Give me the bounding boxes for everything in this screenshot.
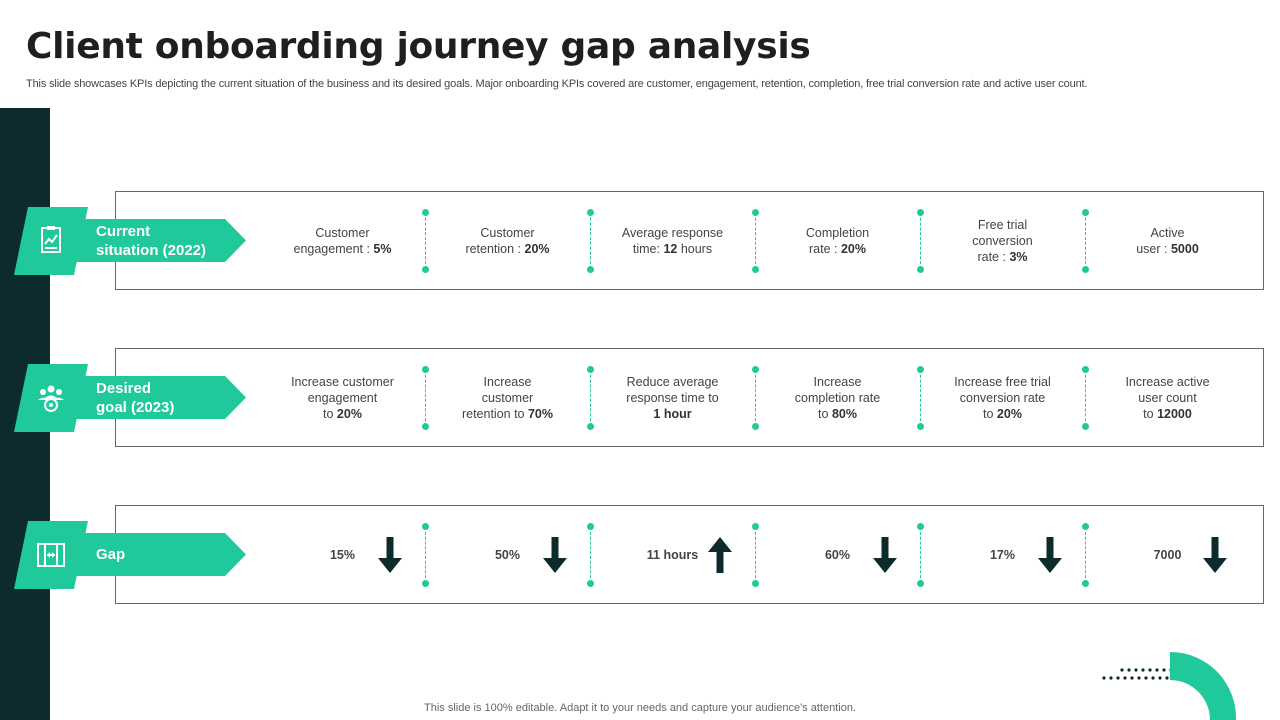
kpi-value: 20% — [336, 406, 362, 421]
gap-values: 15% 50% 11 hours 60% 17% 7000 — [260, 505, 1250, 604]
kpi-text: Increase free trial conversion rate to — [954, 374, 1051, 421]
dashed-separator — [1081, 366, 1089, 430]
dashed-separator — [751, 209, 759, 273]
current-situation-kpis: Customer engagement : 5%Customer retenti… — [260, 191, 1250, 290]
slide-title: Client onboarding journey gap analysis — [26, 26, 811, 67]
kpi-text: Free trial conversion rate : — [972, 217, 1033, 264]
kpi-text: hours — [677, 241, 713, 256]
dashed-separator — [751, 523, 759, 587]
dashed-separator — [916, 366, 924, 430]
dashed-separator — [916, 523, 924, 587]
current-kpi-cell: Completion rate : 20% — [755, 191, 920, 290]
kpi-value: 70% — [527, 406, 554, 421]
kpi-value: 20% — [524, 241, 550, 256]
kpi-text: Completion rate : — [805, 225, 870, 256]
kpi-text: Increase customer retention to — [461, 374, 534, 421]
current-kpi-cell: Customer engagement : 5% — [260, 191, 425, 290]
current-kpi-cell: Average response time: 12 hours — [590, 191, 755, 290]
dashed-separator — [916, 209, 924, 273]
team-target-icon — [38, 385, 64, 412]
gap-value: 7000 — [1153, 547, 1182, 562]
desired-kpi-cell: Reduce average response time to 1 hour — [590, 348, 755, 447]
arrow-down-icon — [378, 537, 402, 573]
dashed-separator — [586, 209, 594, 273]
kpi-text: Active user : — [1136, 225, 1185, 256]
kpi-text: Reduce average response time to — [626, 374, 719, 405]
arrow-down-icon — [543, 537, 567, 573]
current-kpi-cell: Customer retention : 20% — [425, 191, 590, 290]
gap-value: 60% — [824, 547, 851, 562]
arrow-up-icon — [708, 537, 732, 573]
gap-value: 15% — [329, 547, 356, 562]
kpi-value: 80% — [831, 406, 857, 421]
current-situation-label: Current situation (2022) — [75, 219, 246, 262]
dashed-separator — [1081, 523, 1089, 587]
kpi-text: Increase customer engagement to — [291, 374, 394, 421]
kpi-text: Increase active user count to — [1125, 374, 1210, 421]
arrow-down-icon — [873, 537, 897, 573]
kpi-value: 12 — [663, 241, 678, 256]
gap-value: 50% — [494, 547, 521, 562]
current-kpi-cell: Active user : 5000 — [1085, 191, 1250, 290]
dashed-separator — [586, 523, 594, 587]
kpi-value: 20% — [840, 241, 866, 256]
kpi-text: Customer retention : — [465, 225, 535, 256]
slide-subtitle: This slide showcases KPIs depicting the … — [26, 78, 1088, 90]
gap-box — [115, 505, 1264, 604]
desired-kpi-cell: Increase free trial conversion rate to 2… — [920, 348, 1085, 447]
desired-goal-box — [115, 348, 1264, 447]
desired-kpi-cell: Increase completion rate to 80% — [755, 348, 920, 447]
kpi-text: Customer engagement : — [293, 225, 370, 256]
desired-goal-label: Desired goal (2023) — [75, 376, 246, 419]
desired-kpi-cell: Increase customer engagement to 20% — [260, 348, 425, 447]
kpi-text: Average response time: — [621, 225, 724, 256]
gap-value: 17% — [989, 547, 1016, 562]
gap-measure-icon — [37, 543, 65, 567]
desired-kpi-cell: Increase customer retention to 70% — [425, 348, 590, 447]
kpi-value: 1 hour — [653, 406, 692, 421]
kpi-value: 5% — [373, 241, 392, 256]
dashed-separator — [586, 366, 594, 430]
kpi-value: 3% — [1009, 249, 1028, 264]
decorative-arc — [1170, 652, 1237, 720]
kpi-value: 5000 — [1170, 241, 1199, 256]
desired-goal-kpis: Increase customer engagement to 20%Incre… — [260, 348, 1250, 447]
arrow-down-icon — [1038, 537, 1062, 573]
chart-board-icon — [41, 226, 61, 253]
gap-label: Gap — [75, 533, 246, 576]
dashed-separator — [1081, 209, 1089, 273]
kpi-text: Increase completion rate to — [794, 374, 881, 421]
kpi-value: 20% — [996, 406, 1022, 421]
current-kpi-cell: Free trial conversion rate : 3% — [920, 191, 1085, 290]
current-situation-box — [115, 191, 1264, 290]
gap-value: 11 hours — [646, 547, 699, 562]
slide-footer: This slide is 100% editable. Adapt it to… — [424, 702, 856, 714]
desired-kpi-cell: Increase active user count to 12000 — [1085, 348, 1250, 447]
dashed-separator — [421, 366, 429, 430]
dashed-separator — [421, 523, 429, 587]
dashed-separator — [421, 209, 429, 273]
dashed-separator — [751, 366, 759, 430]
arrow-down-icon — [1203, 537, 1227, 573]
kpi-value: 12000 — [1157, 406, 1192, 421]
